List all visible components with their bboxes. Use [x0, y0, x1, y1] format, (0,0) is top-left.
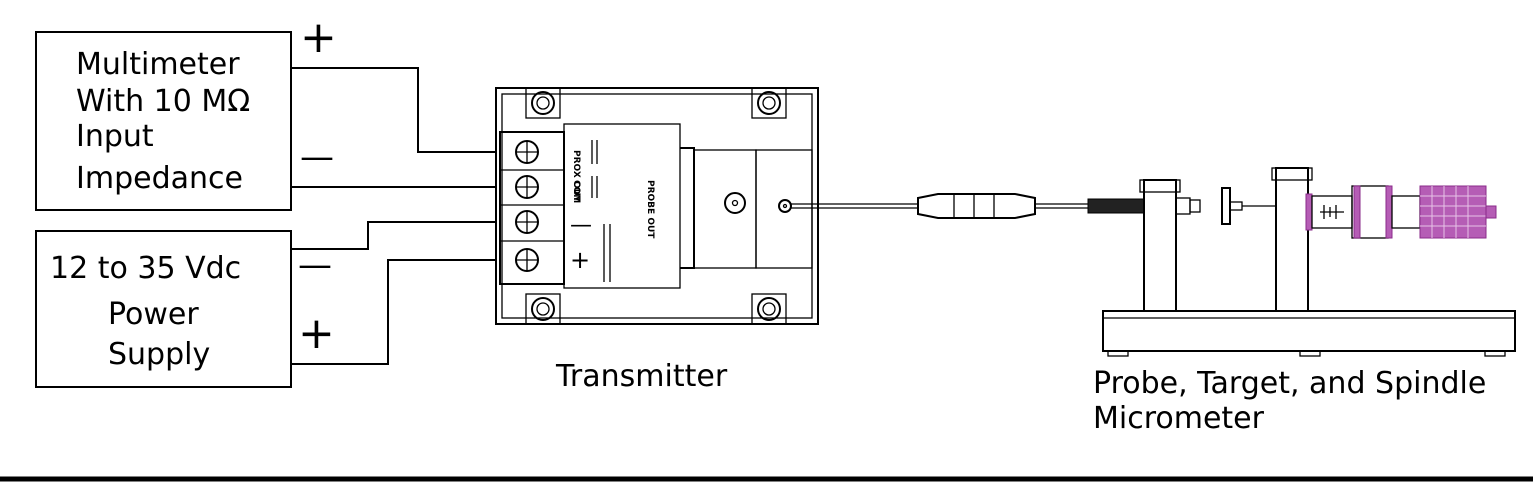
terminal-screw-icon: [515, 175, 539, 199]
connector-right-pad: [755, 149, 813, 269]
wire-supply-plus: [291, 259, 512, 365]
power-supply: 12 to 35 Vdc Power Supply — +: [35, 230, 335, 388]
power-supply-box: [35, 230, 292, 388]
probe-stand: [1143, 179, 1177, 312]
terminal-label-plus: +: [570, 246, 590, 274]
multimeter-label-line4: Impedance: [76, 161, 243, 196]
terminal-screw-icon: [515, 140, 539, 164]
probe-assembly-label-line1: Probe, Target, and Spindle: [1093, 366, 1486, 401]
terminal-label-prox-out: PROX OUT: [571, 150, 581, 203]
power-supply-label-line3: Supply: [108, 337, 210, 372]
probe-out-label: PROBE OUT: [645, 180, 655, 239]
power-supply-label-line2: Power: [108, 297, 199, 332]
power-supply-minus-sign: —: [298, 245, 332, 285]
power-supply-plus-sign: +: [298, 308, 335, 359]
probe-cable-connector-icon: [778, 199, 792, 213]
terminal-screw-icon: [515, 248, 539, 272]
probe-cable: [791, 193, 1088, 219]
terminal-label-minus: —: [570, 213, 592, 238]
target-disc: [1221, 187, 1231, 225]
probe-assembly-label-line2: Micrometer: [1093, 401, 1265, 436]
knurl-pattern: [1420, 186, 1486, 238]
micrometer-collar: [1305, 193, 1313, 231]
multimeter: Multimeter With 10 MΩ Input Impedance + …: [35, 12, 337, 211]
micrometer-knurled-knob: [1419, 185, 1487, 239]
mounting-hole-icon: [751, 293, 787, 325]
terminal-screw-icon: [515, 210, 539, 234]
probe-fixture: Probe, Target, and Spindle Micrometer: [1087, 167, 1516, 436]
multimeter-box: [35, 31, 292, 211]
power-supply-label-line1: 12 to 35 Vdc: [50, 251, 241, 286]
mounting-hole-icon: [751, 87, 787, 119]
probe-tip-icon: [1087, 198, 1145, 214]
multimeter-label-line1: Multimeter: [76, 47, 240, 82]
cable-connector: [917, 193, 1036, 219]
micrometer-ratchet: [1485, 205, 1497, 219]
multimeter-plus-sign: +: [300, 12, 337, 63]
fixture-base: [1102, 310, 1516, 352]
wire-supply-minus: [291, 221, 512, 250]
mounting-hole-icon: [525, 293, 561, 325]
multimeter-label-line2: With 10 MΩ: [76, 84, 250, 119]
label-panel: [563, 123, 681, 289]
fine-print-marks: [591, 140, 611, 282]
micrometer-stand: [1275, 167, 1309, 312]
multimeter-minus-sign: —: [300, 137, 334, 177]
mounting-hole-icon: [525, 87, 561, 119]
connector-socket-icon: [724, 192, 746, 214]
wires: [291, 67, 512, 365]
transmitter: PROX OUT COM — + PROBE OUT Transmitter: [495, 87, 819, 394]
wire-multimeter-plus: [291, 67, 512, 153]
transmitter-label: Transmitter: [555, 359, 728, 394]
multimeter-label-line3: Input: [76, 119, 154, 154]
terminal-label-com: COM: [571, 180, 581, 203]
